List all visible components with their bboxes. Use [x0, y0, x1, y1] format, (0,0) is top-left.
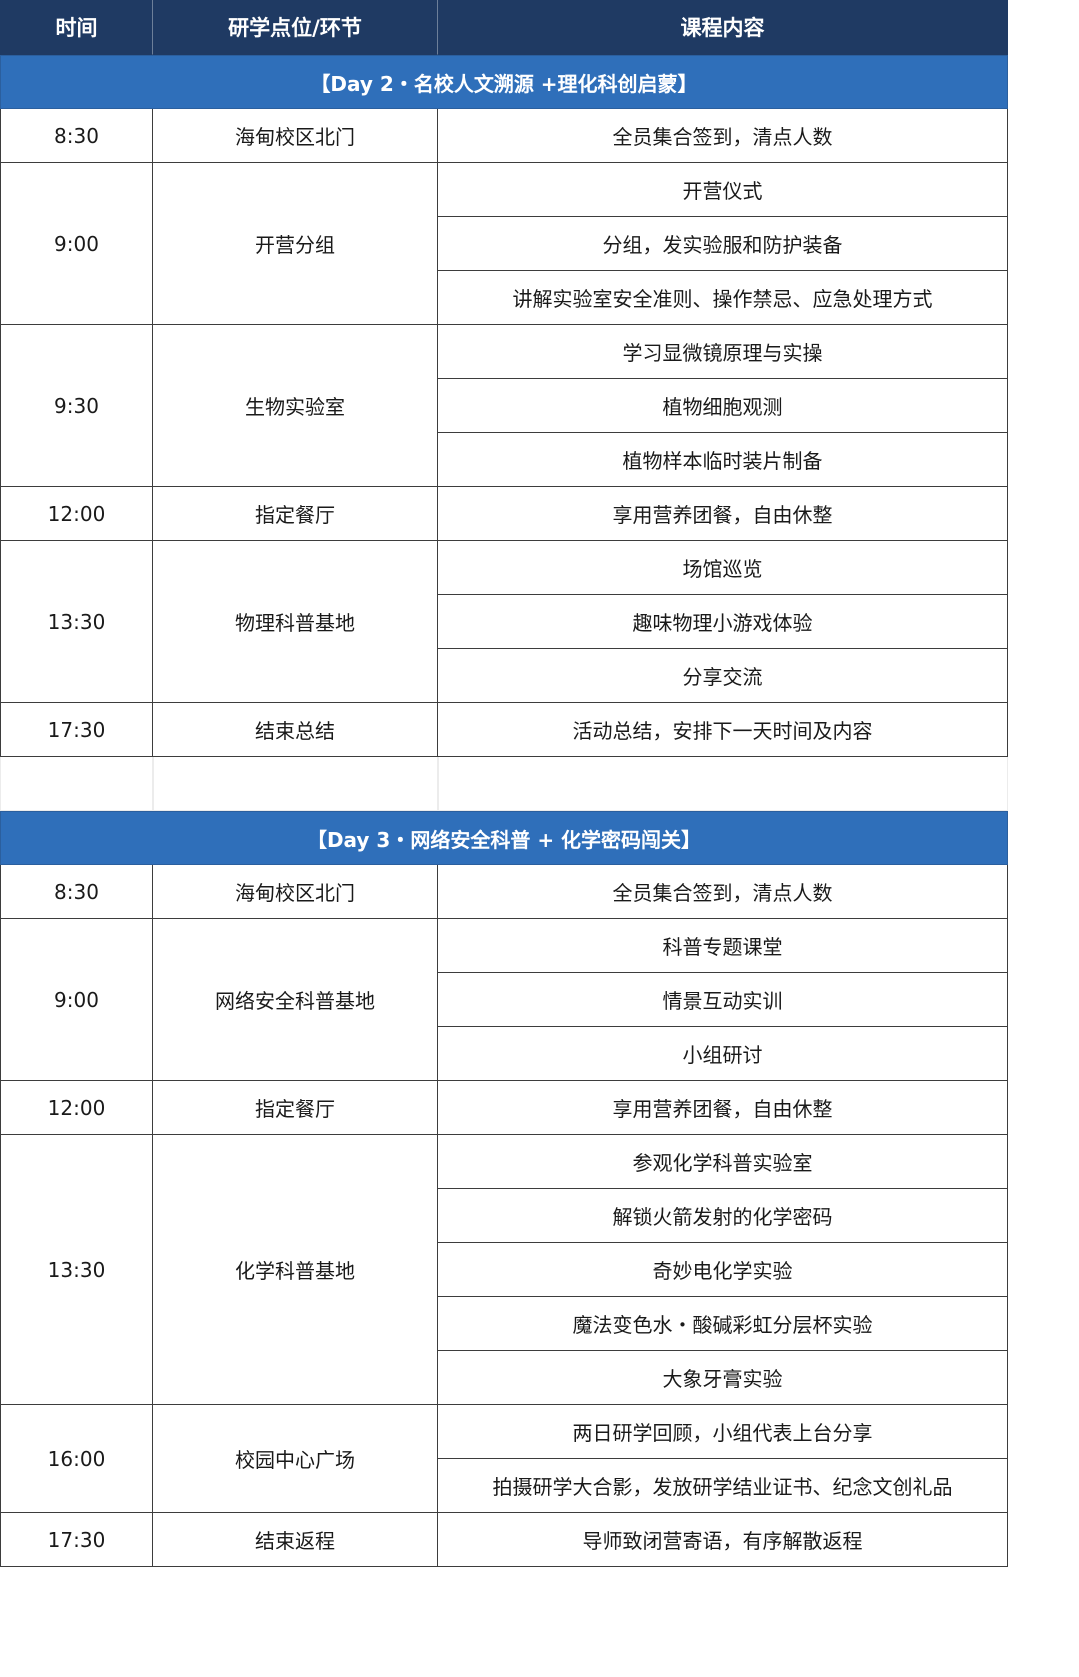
content-item: 解锁火箭发射的化学密码 — [438, 1189, 1008, 1243]
location-cell: 海甸校区北门 — [153, 865, 438, 919]
content-item: 场馆巡览 — [438, 541, 1008, 595]
header-location: 研学点位/环节 — [153, 0, 438, 55]
time-cell: 8:30 — [0, 109, 153, 163]
content-item: 两日研学回顾，小组代表上台分享 — [438, 1405, 1008, 1459]
content-item: 参观化学科普实验室 — [438, 1135, 1008, 1189]
content-item: 大象牙膏实验 — [438, 1351, 1008, 1405]
content-item: 魔法变色水・酸碱彩虹分层杯实验 — [438, 1297, 1008, 1351]
content-item: 讲解实验室安全准则、操作禁忌、应急处理方式 — [438, 271, 1008, 325]
content-item: 导师致闭营寄语，有序解散返程 — [438, 1513, 1008, 1567]
header-time: 时间 — [0, 0, 153, 55]
location-cell: 校园中心广场 — [153, 1405, 438, 1513]
header-content: 课程内容 — [438, 0, 1008, 55]
day-banner: 【Day 3・网络安全科普 + 化学密码闯关】 — [0, 811, 1008, 865]
time-cell: 12:00 — [0, 487, 153, 541]
time-cell: 9:00 — [0, 163, 153, 325]
content-item: 分享交流 — [438, 649, 1008, 703]
time-cell: 17:30 — [0, 703, 153, 757]
spacer-cell — [438, 757, 1008, 811]
spacer-cell — [153, 757, 438, 811]
content-item: 开营仪式 — [438, 163, 1008, 217]
content-item: 植物细胞观测 — [438, 379, 1008, 433]
location-cell: 海甸校区北门 — [153, 109, 438, 163]
content-item: 拍摄研学大合影，发放研学结业证书、纪念文创礼品 — [438, 1459, 1008, 1513]
time-cell: 12:00 — [0, 1081, 153, 1135]
location-cell: 开营分组 — [153, 163, 438, 325]
content-item: 全员集合签到，清点人数 — [438, 109, 1008, 163]
content-item: 享用营养团餐，自由休整 — [438, 487, 1008, 541]
content-item: 科普专题课堂 — [438, 919, 1008, 973]
time-cell: 13:30 — [0, 541, 153, 703]
time-cell: 17:30 — [0, 1513, 153, 1567]
location-cell: 物理科普基地 — [153, 541, 438, 703]
content-item: 小组研讨 — [438, 1027, 1008, 1081]
location-cell: 生物实验室 — [153, 325, 438, 487]
content-item: 趣味物理小游戏体验 — [438, 595, 1008, 649]
content-item: 分组，发实验服和防护装备 — [438, 217, 1008, 271]
time-cell: 16:00 — [0, 1405, 153, 1513]
location-cell: 指定餐厅 — [153, 1081, 438, 1135]
content-item: 学习显微镜原理与实操 — [438, 325, 1008, 379]
content-item: 情景互动实训 — [438, 973, 1008, 1027]
location-cell: 指定餐厅 — [153, 487, 438, 541]
time-cell: 13:30 — [0, 1135, 153, 1405]
content-item: 奇妙电化学实验 — [438, 1243, 1008, 1297]
time-cell: 9:00 — [0, 919, 153, 1081]
content-item: 全员集合签到，清点人数 — [438, 865, 1008, 919]
content-item: 享用营养团餐，自由休整 — [438, 1081, 1008, 1135]
location-cell: 结束总结 — [153, 703, 438, 757]
content-item: 植物样本临时装片制备 — [438, 433, 1008, 487]
time-cell: 9:30 — [0, 325, 153, 487]
content-item: 活动总结，安排下一天时间及内容 — [438, 703, 1008, 757]
location-cell: 网络安全科普基地 — [153, 919, 438, 1081]
location-cell: 结束返程 — [153, 1513, 438, 1567]
time-cell: 8:30 — [0, 865, 153, 919]
day-banner: 【Day 2・名校人文溯源 +理化科创启蒙】 — [0, 55, 1008, 109]
spacer-cell — [0, 757, 153, 811]
location-cell: 化学科普基地 — [153, 1135, 438, 1405]
